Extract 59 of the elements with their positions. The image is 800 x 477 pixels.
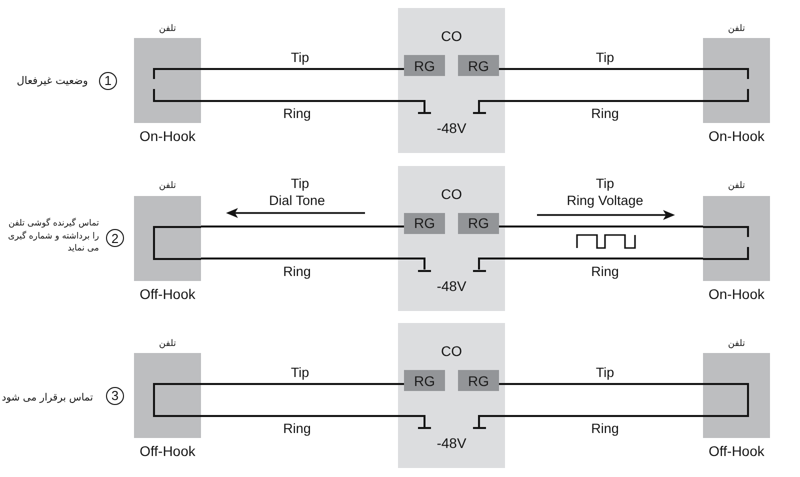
phone-label: تلفن bbox=[159, 180, 176, 192]
edge-label: Ring bbox=[281, 421, 313, 437]
phone-label: تلفن bbox=[159, 338, 176, 349]
edge-label: Tip bbox=[288, 365, 312, 381]
voltage-label: -48V bbox=[436, 434, 466, 452]
state-label: On-Hook bbox=[139, 128, 196, 144]
edge-label: Tip bbox=[288, 176, 312, 192]
edge-label: Ring bbox=[589, 106, 621, 122]
box-heading: CO bbox=[441, 342, 462, 360]
rg-box: RG bbox=[404, 370, 445, 391]
voltage-label: -48V bbox=[436, 120, 466, 136]
wire bbox=[499, 68, 703, 70]
wire bbox=[499, 383, 703, 385]
phone-label: تلفن bbox=[159, 23, 176, 34]
wire bbox=[478, 415, 703, 427]
step-description: وضعیت غیرفعال bbox=[16, 74, 88, 87]
rg-box: RG bbox=[458, 370, 499, 391]
wire bbox=[201, 415, 426, 427]
state-label: On-Hook bbox=[708, 285, 765, 302]
state-label: Off-Hook bbox=[708, 442, 764, 460]
step-number: 3 bbox=[106, 386, 124, 404]
state-label: Off-Hook bbox=[140, 285, 196, 302]
state-label: On-Hook bbox=[708, 128, 765, 144]
wire bbox=[499, 226, 703, 228]
wire bbox=[201, 68, 404, 70]
signal-label: Dial Tone bbox=[268, 193, 326, 209]
central-office-box bbox=[398, 8, 505, 153]
step-number: 2 bbox=[106, 229, 124, 247]
state-label: Off-Hook bbox=[140, 442, 196, 460]
step-description: تماس گیرنده گوشی تلفن را برداشته و شماره گیری می نماید bbox=[7, 217, 99, 255]
phone-label: تلفن bbox=[728, 180, 745, 192]
edge-label: Tip bbox=[594, 176, 616, 192]
phone-label: تلفن bbox=[728, 338, 745, 349]
voltage-label: -48V bbox=[436, 277, 466, 294]
wire bbox=[201, 100, 426, 112]
central-office-box bbox=[398, 166, 505, 310]
central-office-box bbox=[398, 323, 505, 468]
wire bbox=[201, 226, 404, 228]
rg-box: RG bbox=[404, 55, 445, 76]
rg-box: RG bbox=[458, 212, 499, 234]
edge-label: Tip bbox=[594, 50, 616, 66]
edge-label: Tip bbox=[288, 50, 312, 66]
box-heading: CO bbox=[441, 185, 462, 202]
wire bbox=[478, 258, 703, 270]
edge-label: Ring bbox=[281, 106, 313, 122]
edge-label: Ring bbox=[589, 264, 621, 280]
rg-box: RG bbox=[404, 212, 445, 234]
signal-label: Ring Voltage bbox=[566, 193, 644, 209]
wire bbox=[478, 100, 703, 112]
wire bbox=[201, 383, 404, 385]
edge-label: Tip bbox=[594, 365, 616, 381]
box-heading: CO bbox=[441, 28, 462, 44]
wire bbox=[201, 258, 426, 270]
edge-label: Ring bbox=[281, 264, 313, 280]
step-description: تماس برقرار می شود bbox=[2, 392, 93, 404]
rg-box: RG bbox=[458, 55, 499, 76]
phone-label: تلفن bbox=[728, 23, 745, 34]
step-number: 1 bbox=[99, 72, 117, 90]
edge-label: Ring bbox=[589, 421, 621, 437]
